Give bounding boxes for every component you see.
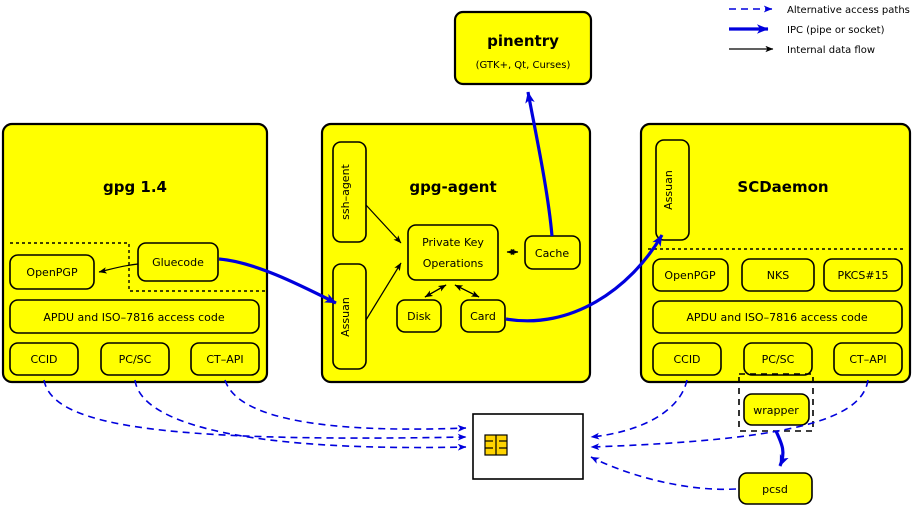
gpg-title: gpg 1.4 (103, 178, 167, 196)
gpg-driver-pcsc[interactable]: PC/SC (100, 342, 170, 376)
private-key-operations-box[interactable]: Private Key Operations (407, 224, 499, 281)
arrow-disk-to-pko (424, 284, 447, 298)
scdaemon-assuan-label: Assuan (662, 170, 675, 210)
gpg-apdu-box[interactable]: APDU and ISO–7816 access code (9, 299, 260, 334)
ssh-agent-label: ssh–agent (339, 163, 352, 219)
gpg-pcsc-label: PC/SC (119, 353, 152, 366)
wrapper-rect (743, 393, 810, 426)
scdaemon-pcsc-rect (743, 342, 813, 376)
scdaemon-nks-label: NKS (767, 269, 789, 282)
gpg-ctapi-label: CT–API (206, 353, 243, 366)
gpg-box[interactable]: gpg 1.4 OpenPGP Gluecode APDU and ISO–78… (1, 122, 269, 384)
scdaemon-driver-ccid[interactable]: CCID (652, 342, 722, 376)
pko-label-line2: Operations (423, 257, 484, 270)
cache-label: Cache (535, 247, 569, 260)
scdaemon-assuan-rect (655, 139, 690, 241)
wrapper-label: wrapper (753, 404, 799, 417)
pinentry-title: pinentry (487, 32, 559, 50)
pinentry-box[interactable]: pinentry (GTK+, Qt, Curses) (453, 10, 593, 86)
scdaemon-openpgp-rect (652, 258, 729, 292)
pcsd-label: pcsd (762, 483, 788, 496)
scdaemon-box[interactable]: SCDaemon Assuan OpenPGP NKS PKCS#15 APDU… (639, 122, 912, 384)
gpg-dotted-separator (10, 242, 265, 292)
pinentry-rect (453, 10, 593, 86)
alt-gpg-pcsc-to-card (134, 379, 467, 451)
scdaemon-pkcs15-label: PKCS#15 (837, 269, 888, 282)
arrow-gluecode-to-openpgp (98, 263, 139, 274)
scdaemon-app-nks[interactable]: NKS (741, 258, 815, 292)
scdaemon-nks-rect (741, 258, 815, 292)
scdaemon-ctapi-label: CT–API (849, 353, 886, 366)
gpg-openpgp-label: OpenPGP (26, 266, 78, 279)
scdaemon-openpgp-label: OpenPGP (664, 269, 716, 282)
gpg-agent-assuan-label: Assuan (339, 297, 352, 337)
alt-gpg-ccid-to-card (43, 379, 467, 441)
gpg-driver-ccid[interactable]: CCID (9, 342, 79, 376)
ipc-wrapper-to-pcsd (774, 430, 789, 467)
gpg-agent-box[interactable]: gpg-agent ssh–agent Assuan Private Key O… (320, 122, 592, 384)
gpg-agent-assuan-box[interactable]: Assuan (332, 263, 367, 370)
scdaemon-ccid-rect (652, 342, 722, 376)
gpg-ccid-rect (9, 342, 79, 376)
scdaemon-apdu-box[interactable]: APDU and ISO–7816 access code (652, 300, 903, 334)
scdaemon-driver-pcsc[interactable]: PC/SC (743, 342, 813, 376)
legend-label-0: Alternative access paths (787, 5, 910, 16)
gpg-agent-title: gpg-agent (409, 178, 496, 196)
smartcard[interactable] (472, 413, 584, 480)
pko-rect (407, 224, 499, 281)
scdaemon-driver-ctapi[interactable]: CT–API (833, 342, 903, 376)
legend-label-1: IPC (pipe or socket) (787, 25, 885, 36)
chip-contacts-icon (484, 434, 508, 456)
alt-gpg-ctapi-to-card (224, 379, 467, 432)
arrow-assuan-to-pko (365, 262, 402, 321)
legend-label-2: Internal data flow (787, 45, 875, 56)
alt-scdaemon-ctapi-to-card (590, 379, 869, 451)
gpg-gluecode-rect (137, 242, 219, 282)
cache-rect (524, 235, 581, 270)
gpg-pcsc-rect (100, 342, 170, 376)
gpg-agent-ssh-agent-box[interactable]: ssh–agent (332, 141, 367, 243)
disk-box[interactable]: Disk (396, 299, 442, 333)
gpg-agent-assuan-rect (332, 263, 367, 370)
pko-label-line1: Private Key (422, 236, 484, 249)
gpg-ctapi-rect (190, 342, 260, 376)
scdaemon-apdu-label: APDU and ISO–7816 access code (686, 311, 868, 324)
disk-label: Disk (407, 310, 431, 323)
alt-pcsd-to-card (590, 456, 737, 491)
scdaemon-app-pkcs15[interactable]: PKCS#15 (823, 258, 903, 292)
alt-scdaemon-ccid-to-card (590, 379, 688, 440)
legend: Alternative access paths IPC (pipe or so… (729, 5, 910, 56)
gpg-apdu-label: APDU and ISO–7816 access code (43, 311, 225, 324)
card-rect (460, 299, 506, 333)
scdaemon-ctapi-rect (833, 342, 903, 376)
cache-box[interactable]: Cache (524, 235, 581, 270)
wrapper-group[interactable]: wrapper (738, 373, 814, 432)
scdaemon-pcsc-label: PC/SC (762, 353, 795, 366)
ipc-card-to-scdaemon-assuan (505, 234, 664, 323)
gpg-gluecode-box[interactable]: Gluecode (137, 242, 219, 282)
ipc-cache-to-pinentry (525, 91, 554, 237)
ipc-gluecode-to-gpg-agent-assuan (218, 257, 337, 305)
card-box[interactable]: Card (460, 299, 506, 333)
scdaemon-title: SCDaemon (737, 178, 828, 196)
scdaemon-apdu-rect (652, 300, 903, 334)
disk-rect (396, 299, 442, 333)
gpg-openpgp-box[interactable]: OpenPGP (9, 254, 95, 290)
pcsd-rect (738, 472, 813, 505)
arrow-card-to-pko (454, 284, 480, 298)
gpg-openpgp-rect (9, 254, 95, 290)
ssh-agent-rect (332, 141, 367, 243)
card-label: Card (470, 310, 496, 323)
pinentry-subtitle: (GTK+, Qt, Curses) (476, 60, 571, 71)
gpg-gluecode-label: Gluecode (152, 256, 204, 269)
gpg-driver-ctapi[interactable]: CT–API (190, 342, 260, 376)
arrow-ssh-agent-to-pko (365, 204, 402, 244)
scdaemon-ccid-label: CCID (673, 353, 700, 366)
scdaemon-app-openpgp[interactable]: OpenPGP (652, 258, 729, 292)
gpg-ccid-label: CCID (30, 353, 57, 366)
gpg-apdu-rect (9, 299, 260, 334)
scdaemon-pkcs15-rect (823, 258, 903, 292)
pcsd-box[interactable]: pcsd (738, 472, 813, 505)
scdaemon-assuan-box[interactable]: Assuan (655, 139, 690, 241)
